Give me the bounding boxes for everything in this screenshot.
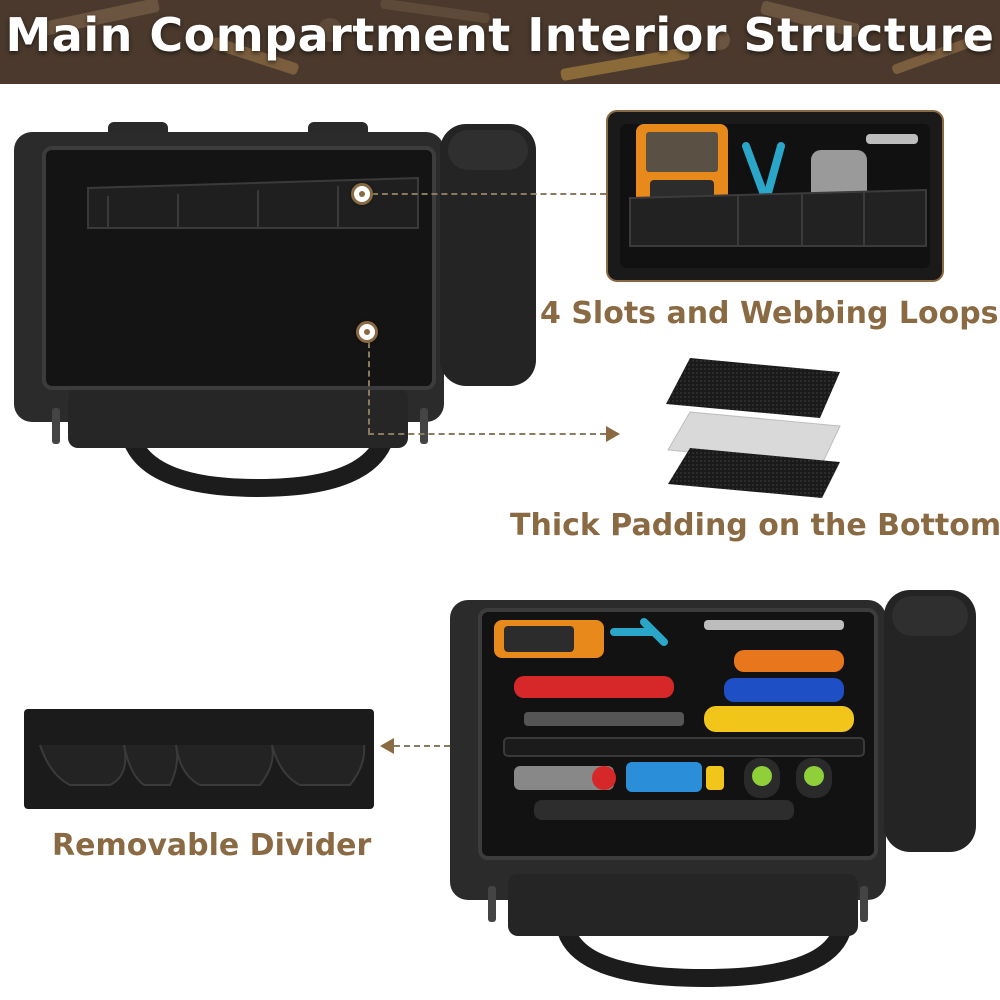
title-banner: Main Compartment Interior Structure — [0, 0, 1000, 84]
padding-arrow — [606, 426, 620, 442]
page-title: Main Compartment Interior Structure — [5, 8, 995, 62]
divider-arrow — [380, 738, 394, 754]
slots-connector-line — [372, 193, 606, 195]
open-bag-top-view — [14, 122, 536, 498]
padding-layers-icon — [666, 358, 841, 498]
divider-connector-line — [394, 745, 500, 747]
divider-label: Removable Divider — [52, 828, 372, 863]
padding-connector-line — [368, 433, 606, 435]
padding-label: Thick Padding on the Bottom — [510, 508, 1000, 543]
slots-label: 4 Slots and Webbing Loops — [540, 296, 999, 331]
slots-marker — [351, 183, 373, 205]
padding-connector-vertical — [368, 342, 370, 434]
padding-marker — [356, 321, 378, 343]
bag-with-tools-photo — [450, 590, 976, 988]
tools-background-pattern — [0, 0, 1000, 84]
slots-detail-photo — [606, 110, 944, 282]
removable-divider-photo — [24, 709, 374, 809]
